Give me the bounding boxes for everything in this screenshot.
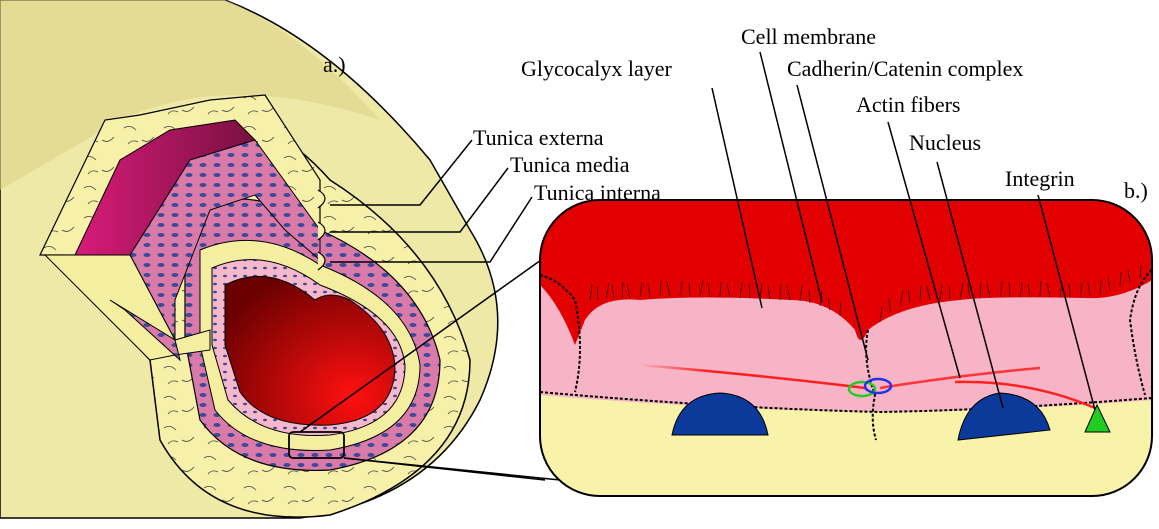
label-tunica-externa: Tunica externa — [473, 125, 604, 150]
artery-vessel — [0, 0, 560, 518]
label-glycocalyx: Glycocalyx layer — [521, 56, 673, 81]
label-tunica-media: Tunica media — [510, 152, 630, 177]
label-cell-membrane: Cell membrane — [741, 24, 876, 49]
label-integrin: Integrin — [1005, 166, 1075, 191]
label-nucleus: Nucleus — [909, 130, 981, 155]
label-panel-b: b.) — [1124, 178, 1148, 203]
zoom-panel — [540, 200, 1152, 496]
label-cadherin: Cadherin/Catenin complex — [787, 56, 1023, 81]
label-panel-a: a.) — [323, 52, 346, 77]
label-actin: Actin fibers — [856, 92, 960, 117]
